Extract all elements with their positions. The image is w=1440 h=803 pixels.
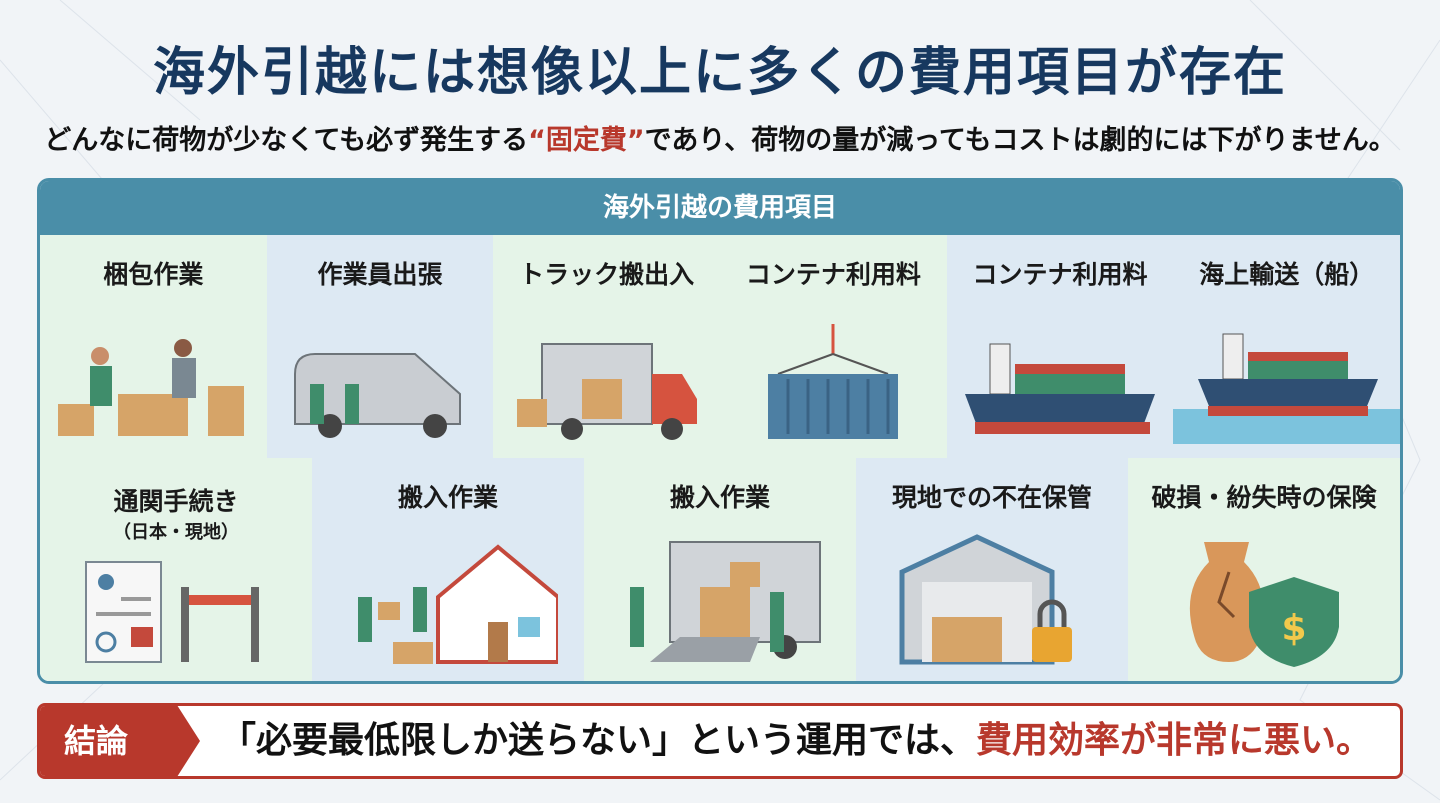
conclusion-tag: 結論	[40, 706, 200, 776]
cost-item-insurance: 破損・紛失時の保険 $	[1128, 458, 1400, 681]
cost-item-truck: トラック搬出入	[493, 235, 721, 458]
container-icon	[768, 324, 899, 439]
cost-item-delivery-house: 搬入作業	[312, 458, 584, 681]
fixed-cost-highlight: “固定費”	[528, 125, 645, 156]
svg-text:$: $	[1281, 608, 1306, 649]
cost-item-sea-freight: 海上輸送（船）	[1172, 235, 1400, 458]
page-title: 海外引越には想像以上に多くの費用項目が存在	[152, 43, 1287, 103]
panel-heading: 海外引越の費用項目	[40, 181, 1400, 235]
cost-items-panel: 海外引越の費用項目 梱包作業 作業員出張 トラック搬出入 コンテナ利用料 コンテ…	[37, 178, 1403, 684]
container-ship-icon	[965, 343, 1156, 434]
warehouse-lock-icon	[899, 534, 1072, 665]
cost-item-container-fee: コンテナ利用料	[720, 235, 947, 458]
cost-item-packing: 梱包作業	[40, 235, 267, 458]
conclusion-text: 「必要最低限しか送らない」という運用では、費用効率が非常に悪い。	[220, 720, 1373, 761]
van-workers-icon	[294, 353, 461, 438]
conclusion-banner: 結論 「必要最低限しか送らない」という運用では、費用効率が非常に悪い。	[37, 703, 1403, 779]
cost-item-storage: 現地での不在保管	[856, 458, 1128, 681]
cost-row-2: 通関手続き（日本・現地） 搬入作業 搬入作業 現地での不在保管 破損・紛失時の保…	[40, 458, 1400, 681]
truck-unloading-icon	[630, 541, 821, 662]
truck-icon	[516, 343, 697, 440]
conclusion-highlight: 費用効率が非常に悪い。	[976, 720, 1373, 761]
cost-item-staff-dispatch: 作業員出張	[266, 235, 494, 458]
cost-item-customs: 通関手続き（日本・現地）	[40, 458, 312, 681]
cost-item-container-ship: コンテナ利用料	[946, 235, 1174, 458]
house-delivery-icon	[358, 544, 558, 664]
packing-icon	[58, 339, 245, 436]
cost-item-unloading: 搬入作業	[584, 458, 856, 681]
insurance-shield-icon: $	[1189, 542, 1339, 667]
cost-row-1: 梱包作業 作業員出張 トラック搬出入 コンテナ利用料 コンテナ利用料 海上輸送（…	[40, 235, 1400, 458]
subtitle: どんなに荷物が少なくても必ず発生する“固定費”であり、荷物の量が減ってもコストは…	[44, 125, 1396, 156]
ship-sea-icon	[1172, 333, 1400, 444]
customs-document-icon	[85, 561, 259, 663]
